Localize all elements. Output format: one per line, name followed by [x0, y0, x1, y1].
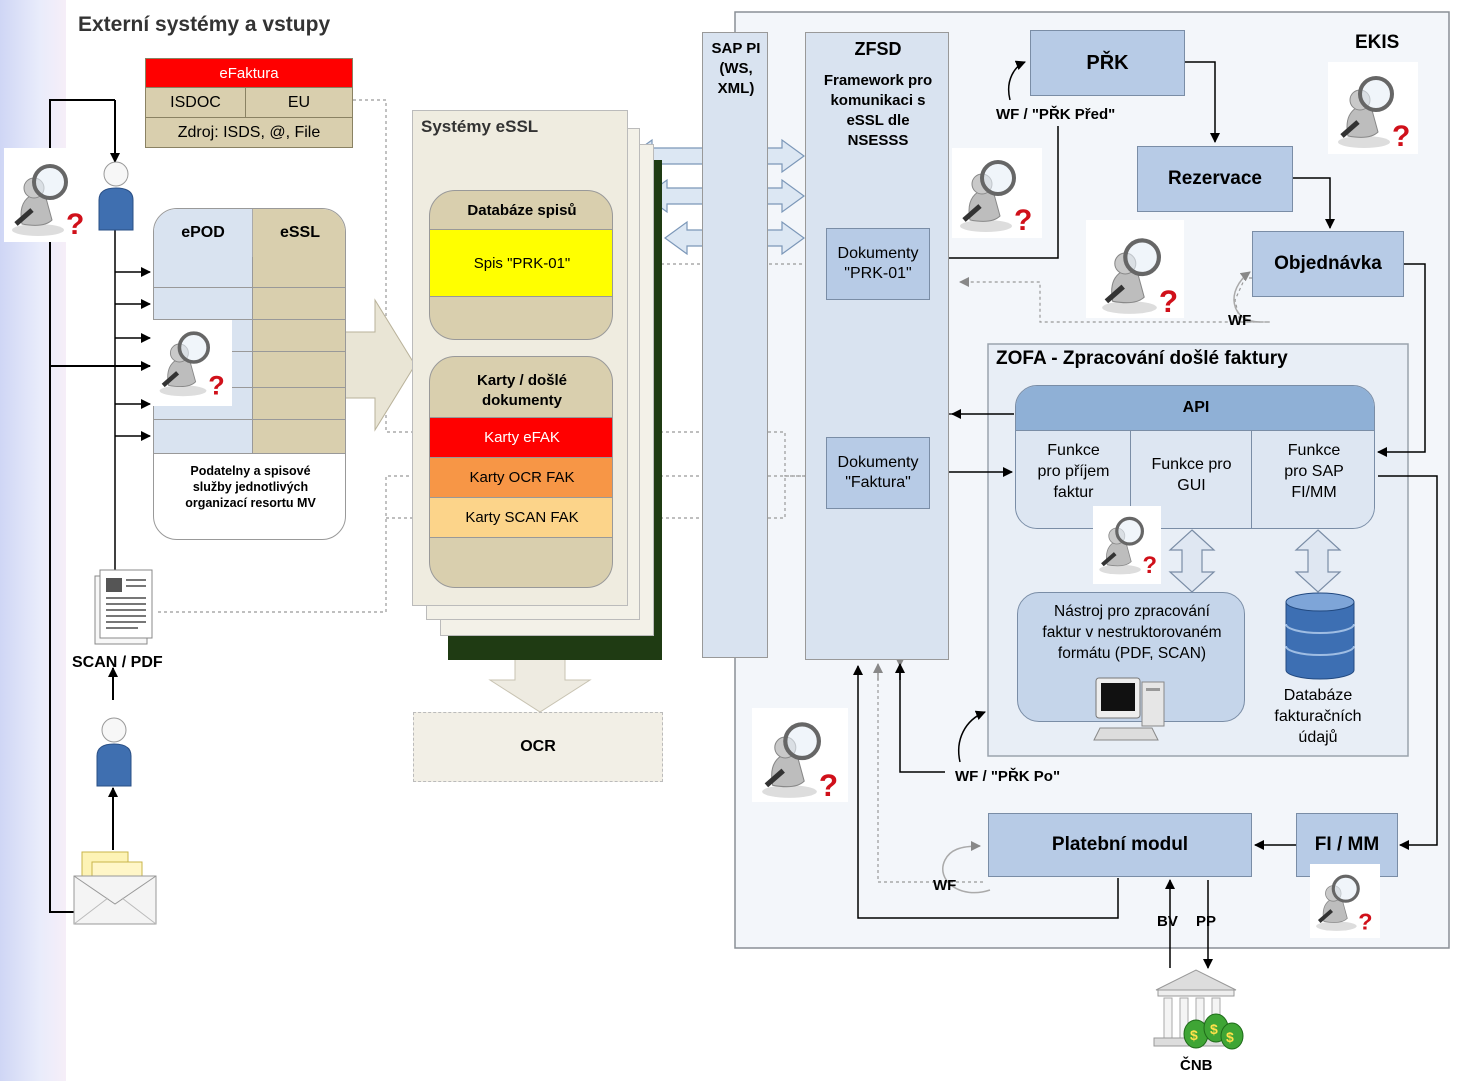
computer-icon: [1093, 677, 1165, 741]
row-divider: [154, 453, 345, 454]
zfsd-title: ZFSD: [854, 39, 902, 59]
db-spisu: Databáze spisů Spis "PRK-01": [429, 190, 613, 340]
karty-efak: Karty eFAK: [430, 417, 612, 457]
prk-box: PŘK: [1030, 30, 1185, 96]
api-body: [1016, 430, 1374, 528]
dokumenty-faktura: Dokumenty"Faktura": [826, 437, 930, 509]
karty-ocr: Karty OCR FAK: [430, 457, 612, 497]
karty-scan: Karty SCAN FAK: [430, 497, 612, 538]
inspector-icon: [752, 708, 848, 802]
svg-text:$: $: [1190, 1027, 1198, 1043]
zdroj-cell: Zdroj: ISDS, @, File: [146, 117, 352, 147]
row-divider: [154, 419, 345, 420]
efaktura-table: eFaktura ISDOC EU Zdroj: ISDS, @, File: [145, 58, 353, 148]
svg-text:$: $: [1226, 1029, 1234, 1045]
essl-header: eSSL: [253, 209, 345, 257]
api-divider: [1130, 430, 1131, 528]
wf-po-label: WF / "PŘK Po": [955, 768, 1061, 785]
sap-pi-column: SAP PI(WS,XML): [702, 32, 768, 658]
objednavka-box: Objednávka: [1252, 231, 1404, 297]
db-spisu-title: Databáze spisů: [467, 201, 577, 219]
inspector-icon: [1328, 62, 1418, 154]
wf-pred-label: WF / "PŘK Před": [996, 106, 1116, 123]
inspector-icon: [952, 148, 1042, 238]
wf-label-top: WF: [1228, 312, 1252, 329]
row-divider: [154, 351, 345, 352]
epod-header: ePOD: [154, 209, 253, 257]
essl-col: [253, 257, 345, 453]
ekis-title: EKIS: [1355, 32, 1400, 53]
database-icon: [1285, 592, 1355, 680]
svg-text:$: $: [1210, 1021, 1218, 1037]
dokumenty-prk: Dokumenty"PRK-01": [826, 228, 930, 300]
platebni-modul: Platební modul: [988, 813, 1252, 877]
row-divider: [154, 287, 345, 288]
ocr-box: OCR: [413, 712, 663, 782]
inspector-icon: [1086, 220, 1184, 318]
envelope-icon: [73, 851, 157, 925]
zofa-title: ZOFA - Zpracování došlé faktury: [996, 348, 1288, 369]
sap-pi-title: SAP PI(WS,XML): [711, 40, 761, 97]
scan-pdf-label: SCAN / PDF: [72, 654, 163, 671]
document-icon: [94, 569, 153, 645]
api-header: API: [1016, 386, 1374, 430]
external-title: Externí systémy a vstupy: [78, 13, 331, 36]
inspector-icon: [1093, 506, 1161, 584]
wf-label-bottom: WF: [933, 877, 957, 894]
cnb-label: ČNB: [1180, 1057, 1213, 1074]
bank-icon: $ $ $: [1153, 969, 1244, 1050]
person-icon: [98, 161, 134, 231]
efaktura-header: eFaktura: [146, 59, 352, 87]
inspector-icon: [1310, 864, 1380, 938]
person-icon: [96, 717, 132, 787]
row-divider: [154, 319, 345, 320]
inspector-icon: [152, 320, 232, 406]
essl-title: Systémy eSSL: [421, 117, 539, 136]
pp-label: PP: [1196, 913, 1217, 930]
rezervace-box: Rezervace: [1137, 146, 1293, 212]
bv-label: BV: [1157, 913, 1178, 930]
api-divider: [1251, 430, 1252, 528]
row-divider: [154, 387, 345, 388]
spis-item: Spis "PRK-01": [430, 229, 612, 297]
eu-cell: EU: [246, 87, 352, 117]
inspector-icon: [4, 148, 94, 242]
isdoc-cell: ISDOC: [146, 87, 246, 117]
